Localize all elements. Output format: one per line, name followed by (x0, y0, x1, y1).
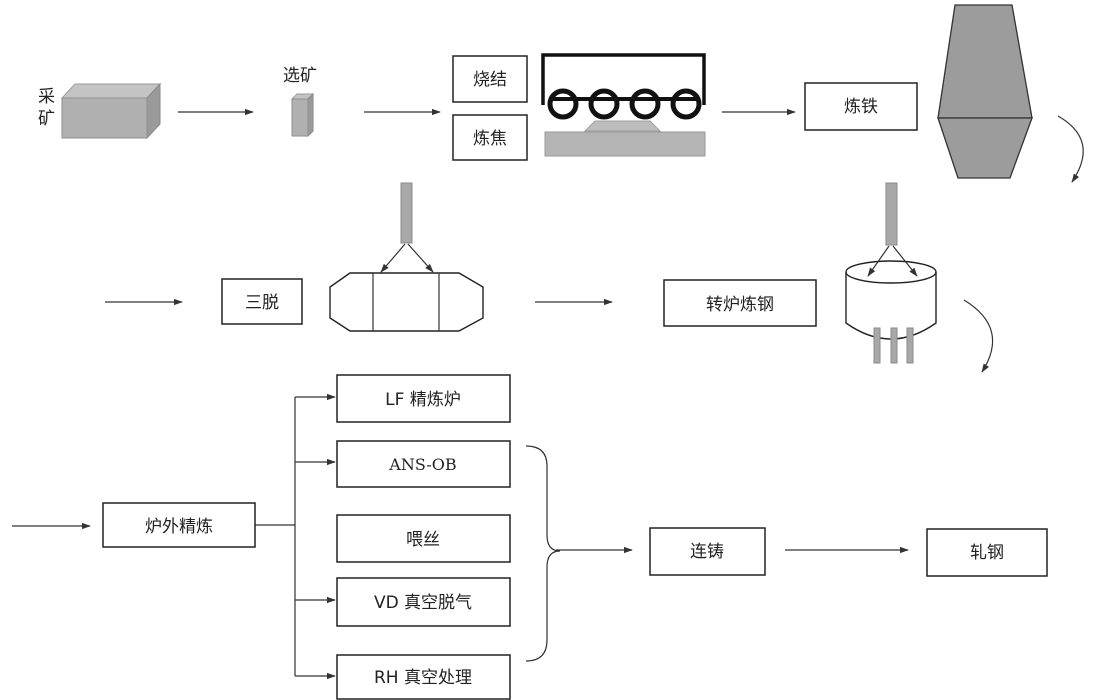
lf-furnace-box (336, 374, 511, 423)
ironmaking-label: 炼铁 (844, 97, 878, 117)
sintering-label: 烧结 (473, 70, 507, 90)
beneficiation-label: 选矿 (283, 66, 317, 86)
sintering-machine-icon (541, 53, 706, 157)
pretreatment-vessel-icon (329, 182, 484, 332)
concentrate-block-icon (290, 92, 315, 138)
rh-treatment-box (336, 654, 511, 700)
rolling-box (926, 528, 1048, 577)
mining-label-bottom: 矿 (38, 109, 55, 129)
mining-label-top: 采 (38, 87, 55, 107)
secondary-refining-label: 炉外精炼 (145, 517, 213, 537)
coking-box (452, 114, 528, 161)
secondary-refining-box (102, 502, 256, 548)
converter-box (663, 279, 817, 327)
curved-arrow-to-refining (963, 299, 994, 373)
lf-furnace-label: LF 精炼炉 (385, 390, 461, 410)
three-removal-box (221, 278, 303, 325)
coking-label: 炼焦 (473, 129, 507, 149)
converter-label: 转炉炼钢 (706, 295, 774, 315)
ans-ob-box (336, 440, 511, 488)
continuous-casting-label: 连铸 (690, 542, 724, 562)
rolling-label: 轧钢 (970, 543, 1004, 563)
wire-feeding-label: 喂丝 (406, 530, 440, 550)
vd-degassing-label: VD 真空脱气 (374, 593, 472, 613)
blast-furnace-icon (937, 4, 1033, 179)
three-removal-label: 三脱 (245, 293, 279, 313)
converter-icon (845, 182, 937, 364)
ore-block-icon (60, 82, 162, 140)
ans-ob-label: ANS-OB (388, 455, 456, 474)
rh-treatment-label: RH 真空处理 (374, 668, 472, 688)
continuous-casting-box (649, 527, 766, 576)
grouping-brace (525, 445, 561, 662)
curved-arrow-to-pretreatment (1057, 115, 1084, 183)
vd-degassing-box (336, 577, 511, 627)
sintering-box (452, 55, 528, 103)
ironmaking-box (804, 82, 918, 131)
wire-feeding-box (336, 514, 511, 563)
